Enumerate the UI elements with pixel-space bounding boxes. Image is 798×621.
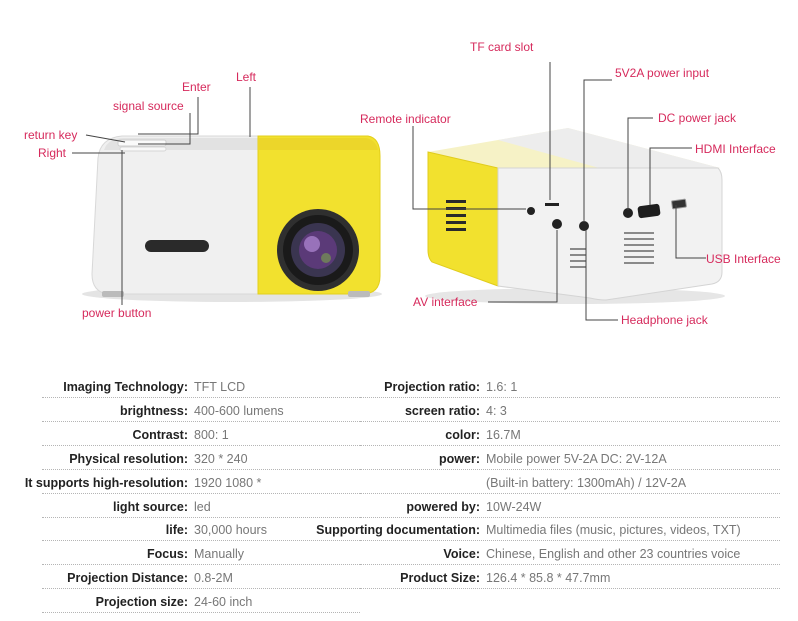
dotted-divider [360,588,780,589]
spec-value: led [194,500,211,514]
spec-value: 4: 3 [486,404,507,418]
spec-row: Projection ratio: 1.6: 1 [360,376,780,398]
dotted-divider [42,421,360,422]
dotted-divider [42,397,360,398]
dotted-divider [360,493,780,494]
dotted-divider [42,540,360,541]
spec-label: brightness: [119,404,188,418]
spec-row: screen ratio: 4: 3 [360,400,780,422]
spec-label: light source: [112,500,188,514]
spec-row: Focus: Manually [0,543,360,565]
spec-label: power: [439,452,480,466]
spec-label: Supporting documentation: [316,523,480,537]
spec-value: 1920 1080 * [194,476,262,490]
spec-row: Projection Distance: 0.8-2M [0,567,360,589]
callout-av-interface: AV interface [413,295,478,309]
spec-row: Voice: Chinese, English and other 23 cou… [360,543,780,565]
spec-label: It supports high-resolution: [24,476,188,490]
spec-row: power: Mobile power 5V-2A DC: 2V-12A [360,448,780,470]
dotted-divider [42,445,360,446]
spec-row: Supporting documentation: Multimedia fil… [316,519,780,541]
spec-value: Mobile power 5V-2A DC: 2V-12A [486,452,667,466]
callout-right: Right [38,146,67,160]
dotted-divider [360,397,780,398]
spec-label: screen ratio: [404,404,480,418]
callout-remote-indicator: Remote indicator [360,112,451,126]
spec-value: 1.6: 1 [486,380,518,394]
spec-label: Projection size: [95,595,188,609]
callout-power-input: 5V2A power input [615,66,710,80]
spec-label: Voice: [443,547,480,561]
spec-row: It supports high-resolution: 1920 1080 * [0,472,360,494]
callout-hdmi-interface: HDMI Interface [695,142,776,156]
dotted-divider [42,564,360,565]
dotted-divider [42,588,360,589]
dotted-divider [42,517,360,518]
spec-row: Projection size: 24-60 inch [0,591,360,613]
dotted-divider [42,469,360,470]
spec-value: Chinese, English and other 23 countries … [486,547,741,561]
spec-value: 320 * 240 [194,452,248,466]
callout-headphone-jack: Headphone jack [621,313,708,327]
spec-row: powered by: 10W-24W [360,496,780,518]
spec-value: TFT LCD [194,380,246,394]
callout-signal-source: signal source [113,99,184,113]
dotted-divider [42,612,360,613]
spec-label: Projection Distance: [67,571,188,585]
spec-row: Product Size: 126.4 * 85.8 * 47.7mm [360,567,780,589]
spec-value: 16.7M [486,428,521,442]
callout-tf-card-slot: TF card slot [470,40,534,54]
dotted-divider [360,564,780,565]
callout-power-button: power button [82,306,152,320]
spec-value: 400-600 lumens [194,404,284,418]
callout-return-key: return key [24,128,78,142]
spec-value: 126.4 * 85.8 * 47.7mm [486,571,611,585]
spec-value: 800: 1 [194,428,229,442]
spec-label: Contrast: [132,428,188,442]
spec-row: life: 30,000 hours [0,519,360,541]
spec-label: Projection ratio: [384,380,480,394]
spec-row: Physical resolution: 320 * 240 [0,448,360,470]
spec-value: (Built-in battery: 1300mAh) / 12V-2A [486,476,687,490]
spec-value: Multimedia files (music, pictures, video… [486,523,741,537]
spec-row: (Built-in battery: 1300mAh) / 12V-2A [360,472,780,494]
spec-row: brightness: 400-600 lumens [0,400,360,422]
dotted-divider [360,445,780,446]
callout-usb-interface: USB Interface [706,252,781,266]
spec-label: Product Size: [400,571,480,585]
spec-label: powered by: [406,500,480,514]
spec-label: life: [165,523,188,537]
dotted-divider [42,493,360,494]
spec-label: Physical resolution: [69,452,188,466]
dotted-divider [360,517,780,518]
dotted-divider [360,421,780,422]
spec-value: Manually [194,547,245,561]
dotted-divider [360,540,780,541]
spec-row: color: 16.7M [360,424,780,446]
callout-left: Left [236,70,257,84]
spec-value: 0.8-2M [194,571,233,585]
callout-enter: Enter [182,80,211,94]
spec-value: 10W-24W [486,500,542,514]
callout-dc-power-jack: DC power jack [658,111,737,125]
spec-label: Imaging Technology: [63,380,188,394]
dotted-divider [360,469,780,470]
spec-value: 30,000 hours [194,523,267,537]
spec-row: Contrast: 800: 1 [0,424,360,446]
spec-row: Imaging Technology: TFT LCD [0,376,360,398]
spec-label: Focus: [147,547,188,561]
spec-row: light source: led [0,496,360,518]
spec-value: 24-60 inch [194,595,253,609]
spec-label: color: [445,428,480,442]
